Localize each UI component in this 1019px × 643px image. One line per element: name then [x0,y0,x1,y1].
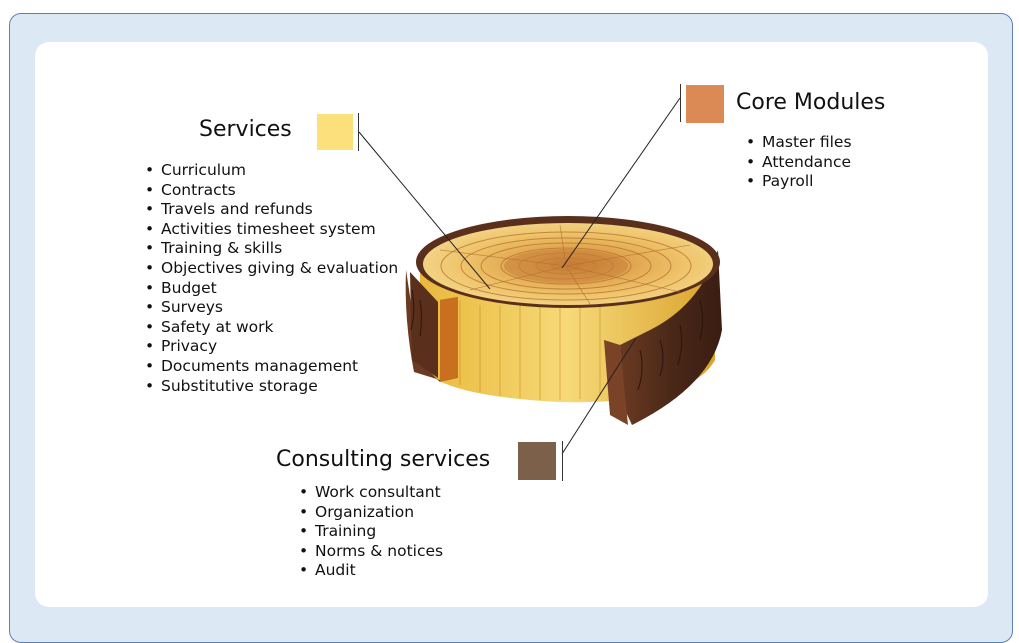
list-item: Budget [143,279,405,299]
consulting-services-list: Work consultantOrganizationTrainingNorms… [297,483,517,581]
list-item: Activities timesheet system [143,220,405,240]
list-item: Training [297,522,517,542]
list-item: Norms & notices [297,542,517,562]
list-item: Payroll [744,172,944,192]
services-connector-line [358,131,491,290]
list-item: Privacy [143,337,405,357]
consulting-color-swatch [518,442,556,480]
list-item: Audit [297,561,517,581]
list-item: Curriculum [143,161,405,181]
list-item: Training & skills [143,239,405,259]
list-item: Surveys [143,298,405,318]
consulting-bracket-line [562,441,563,481]
services-color-swatch [317,114,353,150]
consulting-connector-line [561,337,637,455]
list-item: Safety at work [143,318,405,338]
list-item: Documents management [143,357,405,377]
bark-right [620,250,722,425]
list-item: Travels and refunds [143,200,405,220]
core-modules-title: Core Modules [736,90,886,115]
list-item: Objectives giving & evaluation [143,259,405,279]
core-connector-line [561,97,681,269]
list-item: Work consultant [297,483,517,503]
core-modules-list: Master filesAttendancePayroll [744,133,944,192]
core-bracket-line [680,84,681,122]
tree-trunk-illustration [358,97,722,455]
list-item: Master files [744,133,944,153]
consulting-services-title: Consulting services [276,447,491,472]
list-item: Substitutive storage [143,377,405,397]
services-title: Services [199,117,292,142]
services-list: CurriculumContractsTravels and refundsAc… [143,161,405,396]
core-color-swatch [686,85,724,123]
list-item: Attendance [744,153,944,173]
list-item: Contracts [143,181,405,201]
list-item: Organization [297,503,517,523]
services-bracket-line [358,113,359,151]
